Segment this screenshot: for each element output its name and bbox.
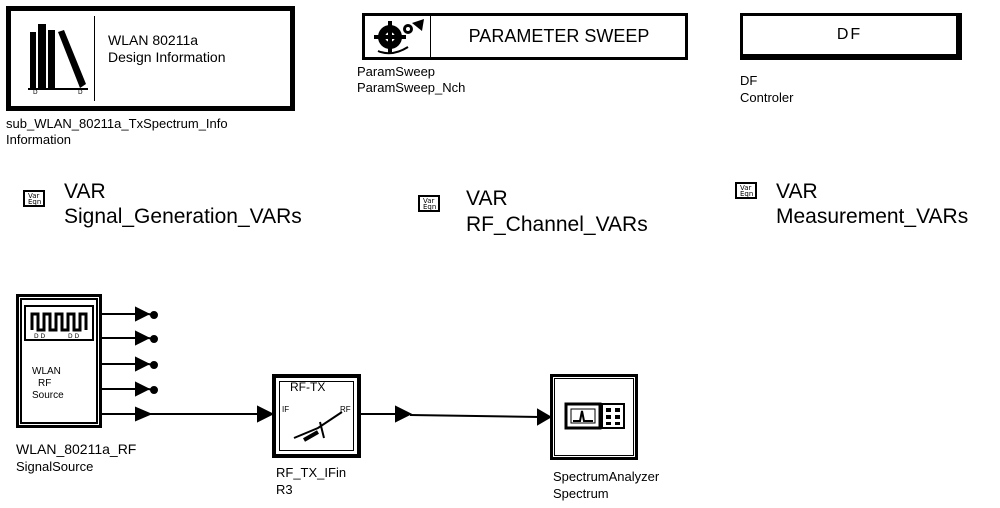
var-type-label: VAR [64, 180, 106, 203]
mixer-symbol-icon [293, 411, 343, 442]
wlan-signal-source-text: WLAN RF Source [32, 366, 64, 402]
wlan-signal-source-line2: RF [38, 378, 52, 389]
waveform-icon: D D D D [24, 305, 94, 341]
rf-tx-if-port-label: IF [282, 405, 290, 414]
parameter-sweep-name-label: ParamSweep_Nch [357, 80, 466, 95]
var-name-rf-channel: RF_Channel_VARs [466, 213, 648, 236]
source-output-pins [102, 306, 158, 422]
rf-tx-inner-frame [279, 381, 354, 451]
signal-source-name-label: SignalSource [16, 459, 94, 474]
svg-text:D: D [78, 89, 83, 94]
df-controller-title: DF [836, 26, 863, 43]
parameter-sweep-title: PARAMETER SWEEP [468, 26, 650, 46]
design-info-divider [94, 16, 95, 101]
wire-source-to-tx [150, 405, 275, 423]
var-name-measurement: Measurement_VARs [776, 205, 969, 228]
wire-tx-to-spectrum [361, 405, 552, 426]
parameter-sweep-divider [430, 16, 431, 57]
spectrum-analyzer-instance-label: SpectrumAnalyzer [553, 469, 660, 484]
design-info-inner-frame [10, 10, 291, 107]
parameter-sweep-icon [374, 19, 424, 55]
parameter-sweep-block[interactable] [362, 13, 688, 60]
rf-tx-instance-label: RF_TX_IFin [276, 465, 347, 480]
rf-tx-title: RF-TX [290, 380, 326, 394]
wlan-signal-source-line3: Source [32, 390, 64, 401]
design-info-instance-label: sub_WLAN_80211a_TxSpectrum_Info [6, 116, 228, 131]
spectrum-analyzer-name-label: Spectrum [553, 486, 609, 501]
rf-tx-rf-port-label: RF [340, 405, 351, 414]
design-info-text: WLAN 80211a Design Information [108, 32, 226, 66]
design-info-line1: WLAN 80211a [108, 32, 199, 48]
parameter-sweep-type-label: ParamSweep [357, 64, 436, 79]
svg-text:D D: D D [34, 333, 46, 340]
design-info-name-label: Information [6, 132, 72, 147]
var-type-label: VAR [466, 187, 508, 210]
var-type-label: VAR [776, 180, 818, 203]
svg-text:D D: D D [68, 333, 80, 340]
df-controller-block[interactable] [740, 13, 962, 60]
signal-source-instance-label: WLAN_80211a_RF [16, 441, 137, 457]
spectrum-analyzer-icon [564, 402, 625, 430]
book-stack-icon: D D [28, 24, 88, 94]
design-info-line2: Design Information [108, 49, 226, 65]
df-controller-type-label: DF [740, 73, 758, 88]
rf-tx-name-label: R3 [276, 482, 293, 497]
wlan-signal-source-line1: WLAN [32, 366, 61, 377]
svg-text:D: D [33, 89, 38, 94]
df-controller-name-label: Controler [740, 90, 794, 105]
var-name-signal-generation: Signal_Generation_VARs [64, 205, 302, 228]
